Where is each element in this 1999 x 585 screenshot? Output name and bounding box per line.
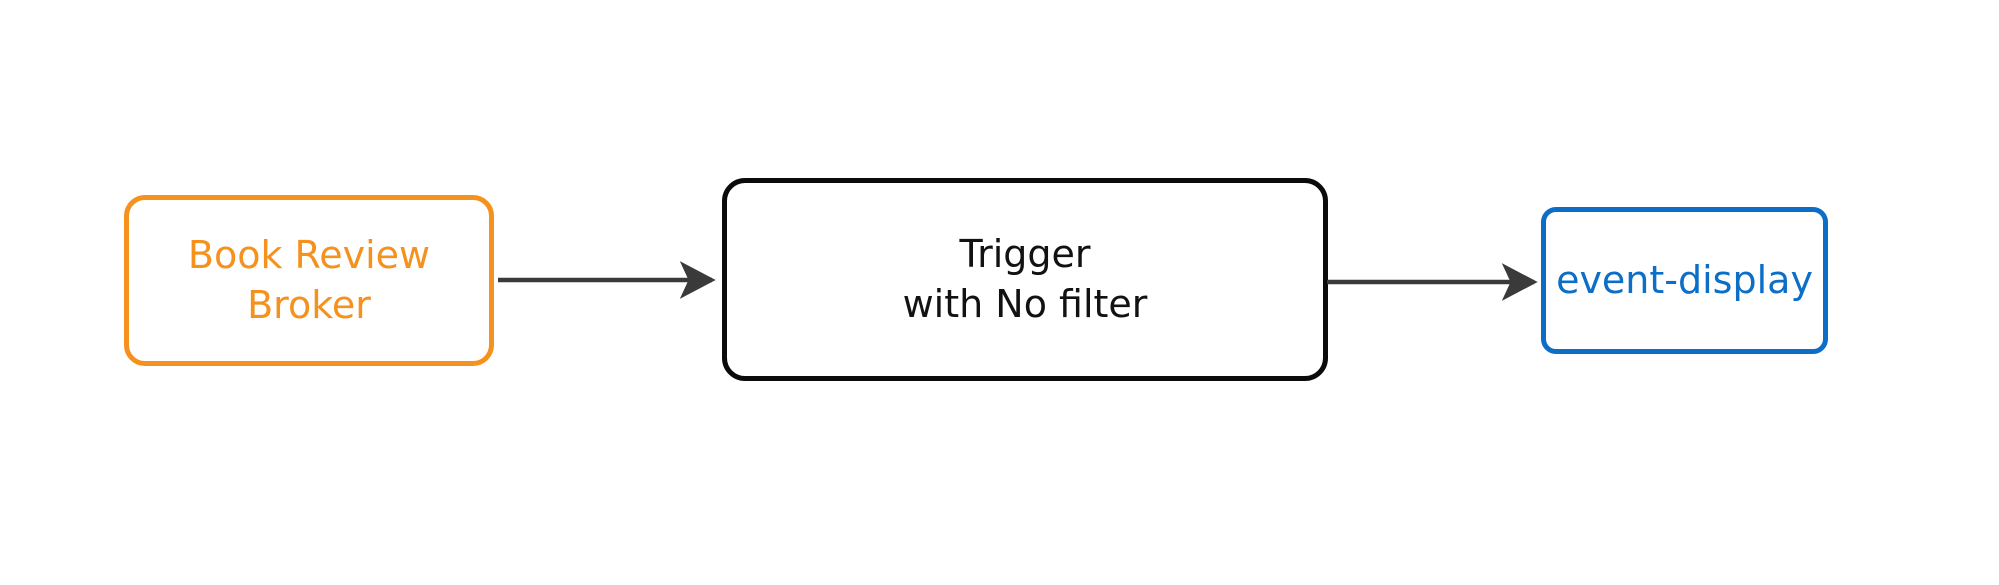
node-event-display-label: event-display <box>1556 257 1813 302</box>
node-trigger-label: Trigger with No filter <box>902 232 1148 326</box>
edge-trigger-to-event-display <box>1327 263 1538 301</box>
node-book-review-broker-label: Book Review Broker <box>187 233 431 327</box>
node-book-review-broker[interactable]: Book Review Broker <box>124 195 494 366</box>
node-trigger-with-no-filter[interactable]: Trigger with No filter <box>722 178 1328 381</box>
edge-broker-to-trigger <box>498 261 716 299</box>
node-event-display[interactable]: event-display <box>1541 207 1828 354</box>
